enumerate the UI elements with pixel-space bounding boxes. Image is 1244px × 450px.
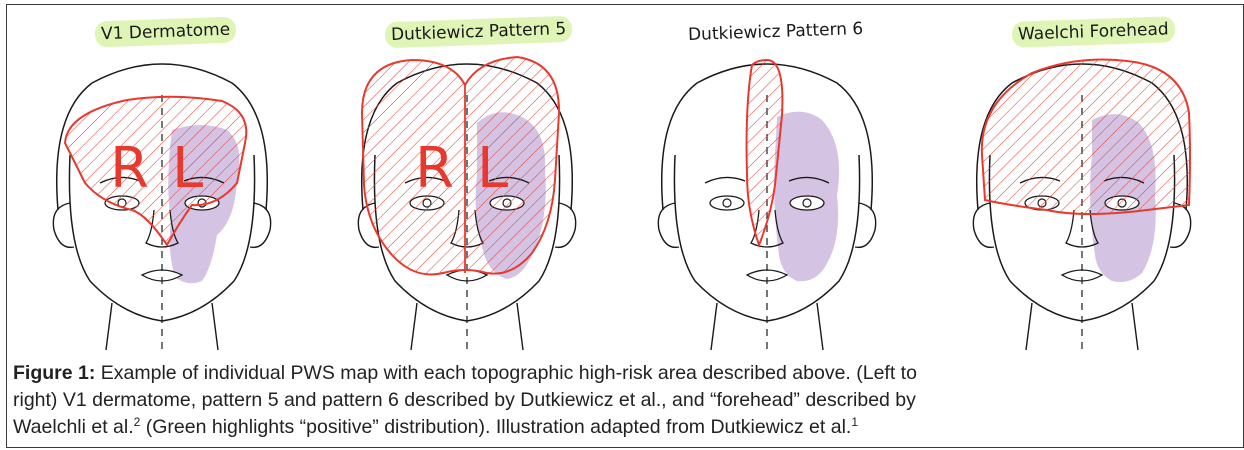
letter-l: L	[172, 136, 203, 201]
letter-r: R	[110, 136, 149, 201]
neck-right	[1026, 303, 1032, 350]
letter-l: L	[477, 136, 508, 201]
neck-right	[411, 303, 417, 350]
figure-caption: Figure 1: Example of individual PWS map …	[13, 360, 1239, 441]
eye-right	[710, 196, 744, 210]
neck-right	[711, 303, 717, 350]
face-label-v1-dermatome: V1 Dermatome	[95, 17, 237, 48]
neck-left	[517, 303, 523, 350]
caption-line-3b: (Green highlights “positive” distributio…	[146, 416, 852, 438]
neck-left	[1132, 303, 1138, 350]
eyebrow-right	[705, 177, 745, 183]
face-3	[658, 60, 875, 350]
eye-left	[790, 196, 824, 210]
face-4	[973, 60, 1190, 351]
letter-r: R	[415, 136, 454, 201]
caption-line-1: Example of individual PWS map with each …	[101, 362, 917, 384]
caption-label: Figure 1:	[13, 362, 95, 384]
caption-line-3a: Waelchli et al.	[13, 416, 134, 438]
caption-line-2: right) V1 dermatome, pattern 5 and patte…	[13, 387, 1239, 414]
neck-right	[106, 303, 112, 350]
neck-left	[212, 303, 218, 350]
neck-left	[817, 303, 823, 350]
caption-ref-1: 1	[851, 415, 858, 429]
high-risk-region	[362, 57, 559, 275]
caption-ref-2: 2	[134, 415, 141, 429]
